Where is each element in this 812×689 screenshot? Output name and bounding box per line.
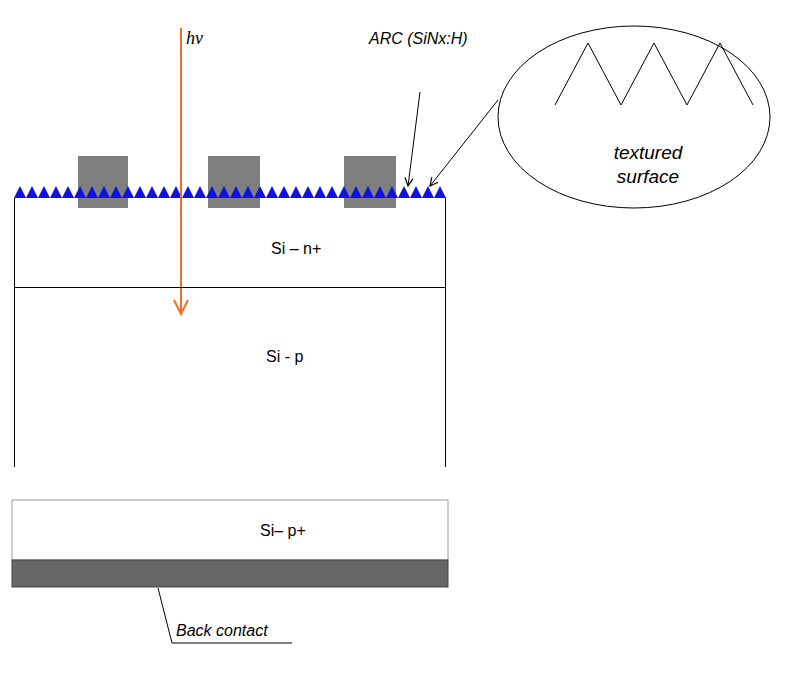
- texture-pyramid: [110, 186, 122, 198]
- p-layer: Si - p: [14, 288, 446, 467]
- texture-pyramid: [74, 186, 86, 198]
- texture-pyramid: [50, 186, 62, 198]
- texture-pyramid: [206, 186, 218, 198]
- texture-pyramid: [158, 186, 170, 198]
- texture-pyramid: [434, 186, 446, 198]
- arc-label: ARC (SiNx:H): [369, 30, 468, 48]
- texture-pyramid: [230, 186, 242, 198]
- texture-pyramid: [242, 186, 254, 198]
- texture-pyramid: [362, 186, 374, 198]
- photon-label: hν: [186, 28, 203, 49]
- back-contact-label: Back contact: [176, 622, 268, 640]
- texture-pyramid: [302, 186, 314, 198]
- textured-arc: [14, 186, 446, 198]
- n-plus-layer: Si – n+: [14, 198, 446, 288]
- texture-pyramid: [218, 186, 230, 198]
- p-plus-layer: [12, 500, 448, 560]
- front-finger: [78, 156, 128, 208]
- texture-pyramid: [194, 186, 206, 198]
- texture-pyramid: [350, 186, 362, 198]
- callout-pointer: [430, 100, 498, 186]
- texture-pyramid: [338, 186, 350, 198]
- texture-pyramid: [422, 186, 434, 198]
- texture-pyramid: [278, 186, 290, 198]
- texture-pyramid: [62, 186, 74, 198]
- texture-pyramid: [386, 186, 398, 198]
- layer-name: Si – n+: [271, 240, 321, 258]
- arc-pointer: [408, 92, 420, 186]
- texture-pyramid: [146, 186, 158, 198]
- layer-name: Si– p+: [260, 522, 306, 540]
- layer-name: Si - p: [266, 348, 303, 366]
- texture-pyramid: [14, 186, 26, 198]
- texture-pyramid: [326, 186, 338, 198]
- texture-pyramid: [26, 186, 38, 198]
- texture-pyramid: [98, 186, 110, 198]
- callout-ellipse: textured surface: [497, 25, 771, 209]
- texture-pyramid: [374, 186, 386, 198]
- texture-pyramid: [254, 186, 266, 198]
- leader-line: [158, 588, 292, 643]
- front-finger: [208, 156, 260, 208]
- light-arrowhead: [174, 300, 188, 314]
- texture-pyramid: [38, 186, 50, 198]
- texture-pyramid: [122, 186, 134, 198]
- back-contact: [12, 560, 448, 587]
- texture-pyramid: [86, 186, 98, 198]
- texture-pyramid: [314, 186, 326, 198]
- texture-pyramid: [266, 186, 278, 198]
- light-ray: [180, 28, 182, 312]
- front-finger: [344, 156, 396, 208]
- p-plus-band: Si– p+: [12, 500, 448, 560]
- texture-pyramid: [398, 186, 410, 198]
- callout-text: textured surface: [603, 141, 693, 189]
- texture-pyramid: [134, 186, 146, 198]
- texture-pyramid: [410, 186, 422, 198]
- texture-pyramid: [290, 186, 302, 198]
- texture-pyramid: [182, 186, 194, 198]
